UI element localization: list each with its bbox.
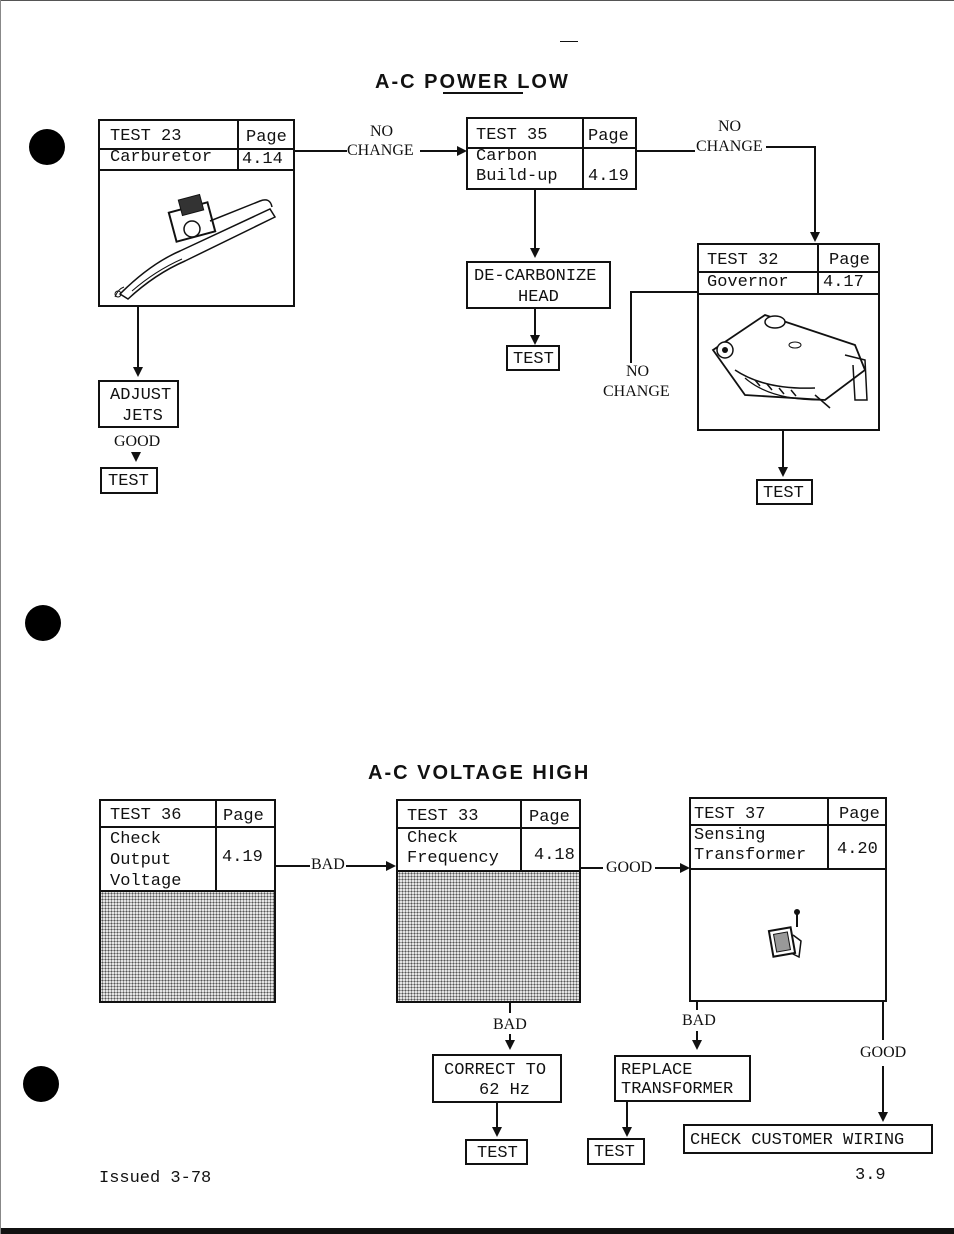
good-label-adjust: GOOD xyxy=(114,433,161,450)
test33-name-line2: Frequency xyxy=(407,849,499,868)
arrow-right-icon xyxy=(680,863,690,873)
governor-illustration xyxy=(711,314,868,409)
test23-page-label: Page xyxy=(246,128,287,147)
replace-line2: TRANSFORMER xyxy=(621,1080,734,1099)
punch-hole-3 xyxy=(23,1066,59,1102)
test37-box: TEST 37 Page Sensing Transformer 4.20 xyxy=(689,797,887,1002)
test33-name-line1: Check xyxy=(407,829,459,848)
no-change-label-1-l2: CHANGE xyxy=(347,142,414,159)
scan-mark xyxy=(560,41,578,42)
good-label-2: GOOD xyxy=(860,1044,907,1061)
arrow-down-icon xyxy=(778,467,788,477)
test36-name-line2: Output xyxy=(110,851,172,870)
left-border-line xyxy=(0,0,1,1234)
test33-page-label: Page xyxy=(529,808,570,827)
arrow-down-icon xyxy=(131,452,141,462)
no-change-label-2-l2: CHANGE xyxy=(696,138,763,155)
carburetor-illustration xyxy=(114,193,277,300)
adjust-jets-box: ADJUST JETS xyxy=(98,380,179,428)
test33-page: 4.18 xyxy=(534,846,575,865)
arrow-down-icon xyxy=(492,1127,502,1137)
test35-name-line2: Build-up xyxy=(476,167,558,186)
arrow-down-icon xyxy=(810,232,820,242)
transformer-illustration xyxy=(767,909,802,959)
no-change-label-3-l2: CHANGE xyxy=(603,383,670,400)
test-box-decarbonize: TEST xyxy=(506,345,560,371)
test32-box: TEST 32 Page Governor 4.17 xyxy=(697,243,880,431)
punch-hole-1 xyxy=(29,129,65,165)
test33-label: TEST 33 xyxy=(407,807,479,826)
test33-box: TEST 33 Page Check Frequency 4.18 xyxy=(396,799,581,1003)
page-number: 3.9 xyxy=(855,1166,886,1185)
test32-page: 4.17 xyxy=(823,273,864,292)
bad-label-1: BAD xyxy=(311,856,345,873)
test23-name: Carburetor xyxy=(110,148,213,167)
arrow-right-icon xyxy=(386,861,396,871)
bottom-border-line xyxy=(0,1228,954,1234)
test36-name-line3: Voltage xyxy=(110,872,182,891)
arrow-right-icon xyxy=(457,146,467,156)
arrow-down-icon xyxy=(530,248,540,258)
check-customer-wiring-box: CHECK CUSTOMER WIRING xyxy=(683,1124,933,1154)
test37-page-label: Page xyxy=(839,805,880,824)
test36-box: TEST 36 Page Check Output Voltage 4.19 xyxy=(99,799,276,1003)
arrow-down-icon xyxy=(692,1040,702,1050)
decarbonize-head-box: DE-CARBONIZE HEAD xyxy=(466,261,611,309)
adjust-jets-line2: JETS xyxy=(122,407,163,426)
test32-label: TEST 32 xyxy=(707,251,779,270)
test32-page-label: Page xyxy=(829,251,870,270)
test35-name-line1: Carbon xyxy=(476,147,538,166)
arrow-down-icon xyxy=(133,367,143,377)
test33-image-placeholder xyxy=(398,872,579,1001)
decarbonize-line2: HEAD xyxy=(518,288,559,307)
test23-page: 4.14 xyxy=(242,150,283,169)
replace-line1: REPLACE xyxy=(621,1061,693,1080)
test35-page-label: Page xyxy=(588,127,629,146)
no-change-label-3-l1: NO xyxy=(626,363,650,380)
test35-box: TEST 35 Page Carbon Build-up 4.19 xyxy=(466,117,637,190)
section-title-voltage-high: A-C VOLTAGE HIGH xyxy=(368,762,591,784)
bad-label-3: BAD xyxy=(682,1012,716,1029)
correct-line2: 62 Hz xyxy=(479,1081,531,1100)
test36-image-placeholder xyxy=(101,892,274,1001)
replace-transformer-box: REPLACE TRANSFORMER xyxy=(614,1055,751,1102)
top-border-line xyxy=(0,0,954,1)
test37-label: TEST 37 xyxy=(694,805,766,824)
test36-label: TEST 36 xyxy=(110,806,182,825)
test36-page-label: Page xyxy=(223,807,264,826)
decarbonize-line1: DE-CARBONIZE xyxy=(474,267,597,286)
bad-label-2: BAD xyxy=(493,1016,527,1033)
test37-name-line2: Transformer xyxy=(694,846,807,865)
test35-label: TEST 35 xyxy=(476,126,548,145)
no-change-label-1-l1: NO xyxy=(370,123,394,140)
test37-page: 4.20 xyxy=(837,840,878,859)
adjust-jets-line1: ADJUST xyxy=(110,386,172,405)
arrow-down-icon xyxy=(622,1127,632,1137)
test36-name-line1: Check xyxy=(110,830,162,849)
no-change-label-2-l1: NO xyxy=(718,118,742,135)
good-label-1: GOOD xyxy=(606,859,653,876)
test23-label: TEST 23 xyxy=(110,127,182,146)
title-underline xyxy=(443,92,523,94)
punch-hole-2 xyxy=(25,605,61,641)
arrow-down-icon xyxy=(505,1040,515,1050)
test32-name: Governor xyxy=(707,273,789,292)
test-box-governor: TEST xyxy=(756,479,813,505)
arrow-down-icon xyxy=(878,1112,888,1122)
test-box-replace: TEST xyxy=(587,1138,645,1165)
arrow-down-icon xyxy=(530,335,540,345)
test37-name-line1: Sensing xyxy=(694,826,766,845)
test36-page: 4.19 xyxy=(222,848,263,867)
connector-35-32 xyxy=(637,150,695,152)
test23-box: TEST 23 Page Carburetor 4.14 xyxy=(98,119,295,307)
test35-page: 4.19 xyxy=(588,167,629,186)
correct-line1: CORRECT TO xyxy=(444,1061,547,1080)
correct-62hz-box: CORRECT TO 62 Hz xyxy=(432,1054,562,1103)
check-wiring-text: CHECK CUSTOMER WIRING xyxy=(690,1131,905,1150)
section-title-power-low: A-C POWER LOW xyxy=(375,71,570,93)
test-box-correct: TEST xyxy=(465,1139,528,1165)
issued-date: Issued 3-78 xyxy=(99,1169,212,1188)
connector-23-35 xyxy=(295,150,347,152)
test-box-adjust: TEST xyxy=(100,467,158,494)
